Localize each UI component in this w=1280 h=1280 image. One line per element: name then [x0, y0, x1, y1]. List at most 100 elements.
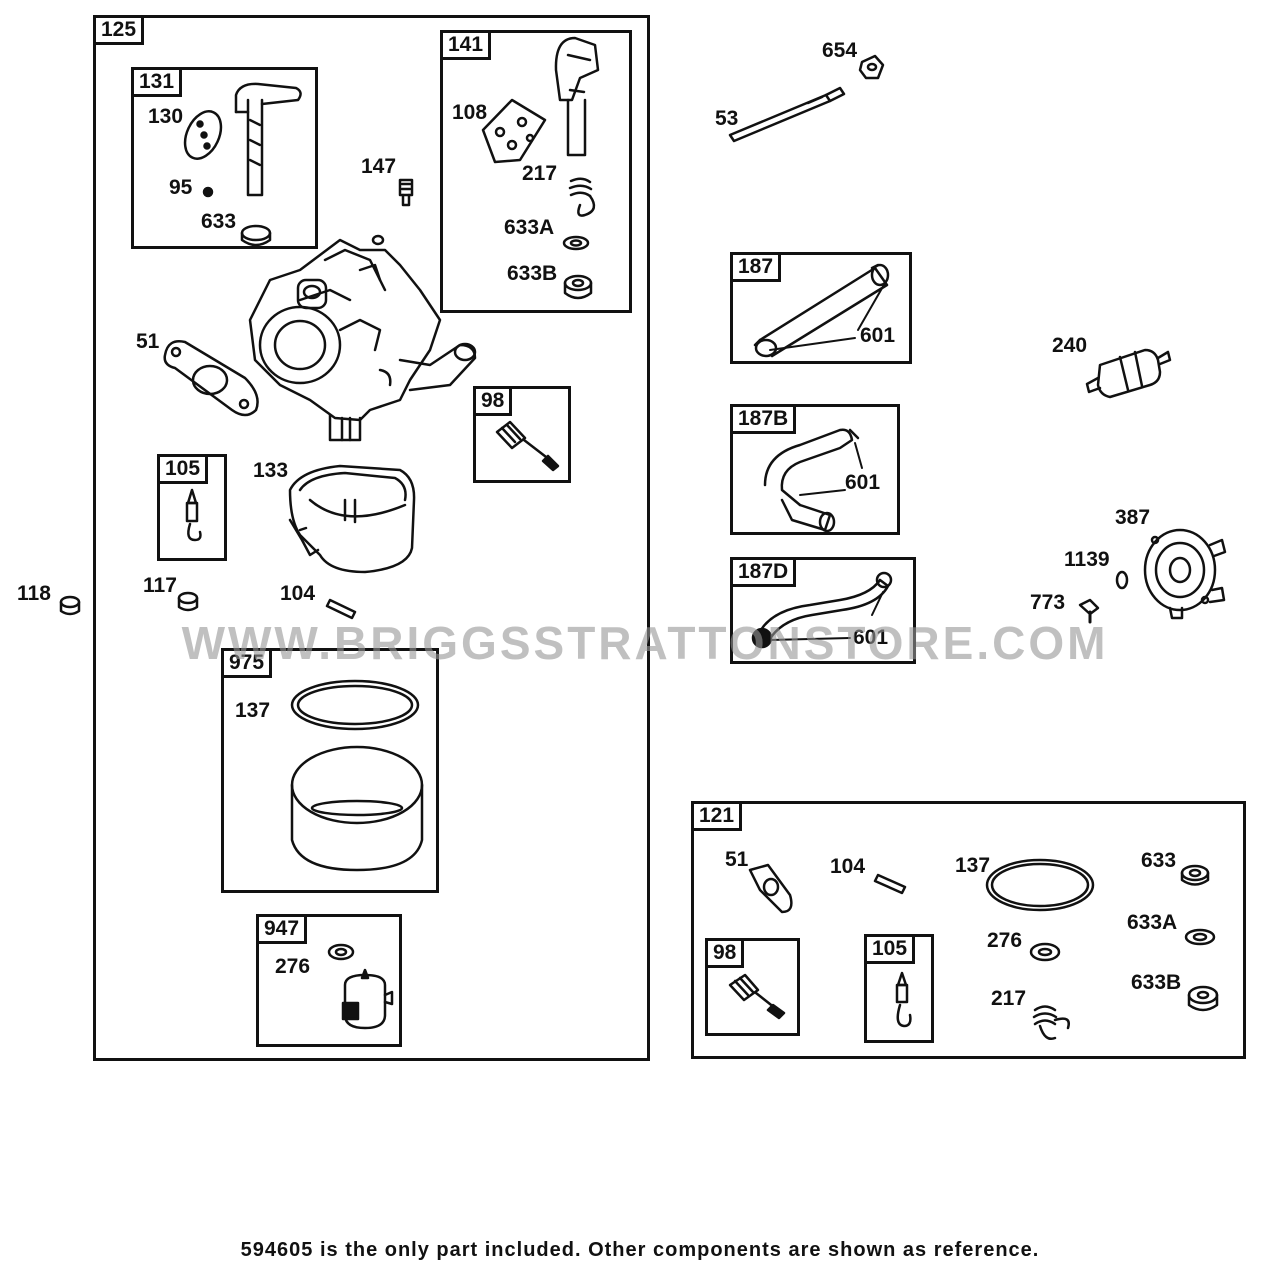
leader-601-a	[769, 282, 886, 351]
part-633A-washer	[562, 235, 590, 251]
part-choke-shaft	[234, 82, 302, 197]
label-1139: 1139	[1064, 548, 1110, 571]
group-975-box: 975	[221, 648, 439, 893]
part-108-plate	[481, 98, 547, 164]
label-130: 130	[148, 105, 184, 128]
label-633A: 633A	[504, 216, 555, 239]
group-131-box: 131	[131, 67, 318, 249]
group-187D-tag: 187D	[730, 557, 797, 587]
label-633B-kit: 633B	[1131, 971, 1182, 994]
group-121-box: 121	[691, 801, 1246, 1059]
group-187D-box: 187D	[730, 557, 916, 664]
part-187D-fuel-line	[751, 571, 893, 649]
label-108: 108	[452, 101, 488, 124]
part-147-screw	[398, 178, 414, 207]
label-137-kit: 137	[955, 854, 991, 877]
part-throttle-shaft	[554, 36, 600, 157]
label-633B: 633B	[507, 262, 558, 285]
part-276-washer-kit	[1029, 942, 1061, 962]
part-633-seal	[240, 224, 272, 247]
label-104-kit: 104	[830, 855, 866, 878]
group-131-tag: 131	[131, 67, 183, 97]
part-104-pin-kit	[873, 873, 907, 895]
group-947-box: 947	[256, 914, 402, 1047]
part-633B-seal	[563, 274, 593, 300]
part-117-plug	[177, 591, 199, 612]
part-975-bowl	[290, 745, 424, 872]
label-276: 276	[275, 955, 311, 978]
label-104: 104	[280, 582, 316, 605]
leader-601-c	[769, 591, 884, 641]
group-105-kit-box: 105	[864, 934, 934, 1043]
part-137-oring-left	[290, 679, 420, 731]
label-217: 217	[522, 162, 558, 185]
leader-601-b	[799, 442, 863, 496]
group-141-box: 141	[440, 30, 632, 313]
part-130-gasket	[183, 110, 223, 160]
label-51-kit: 51	[725, 848, 749, 871]
label-133: 133	[253, 459, 289, 482]
part-carburetor-body	[248, 234, 477, 442]
label-276-kit: 276	[987, 929, 1023, 952]
group-105-box: 105	[157, 454, 227, 561]
label-118: 118	[17, 582, 51, 605]
label-51: 51	[136, 330, 160, 353]
label-601-b: 601	[845, 471, 881, 494]
part-187B-fuel-line	[763, 428, 860, 533]
label-633: 633	[201, 210, 237, 233]
part-105-needle-kit	[895, 971, 912, 1028]
group-125-box: 125	[93, 15, 650, 1061]
part-240-fuel-filter	[1085, 348, 1172, 399]
label-117: 117	[143, 574, 177, 597]
part-51-gasket-kit	[748, 863, 793, 914]
part-276-washer-left	[327, 943, 355, 961]
label-773: 773	[1030, 591, 1066, 614]
part-105-needle	[185, 488, 202, 542]
part-633-seal-kit	[1180, 864, 1210, 886]
group-975-tag: 975	[221, 648, 273, 678]
label-95: 95	[169, 176, 193, 199]
part-654-nut	[858, 54, 885, 80]
group-121-tag: 121	[691, 801, 743, 831]
group-98-kit-box: 98	[705, 938, 800, 1036]
group-98-kit-tag: 98	[705, 938, 745, 968]
part-98-jet	[495, 420, 560, 472]
part-51-gasket	[163, 340, 259, 417]
part-633A-washer-kit	[1184, 928, 1216, 946]
part-1139-oring	[1115, 570, 1129, 590]
label-654: 654	[822, 39, 858, 62]
group-187-box: 187	[730, 252, 912, 364]
part-133-float	[288, 464, 416, 574]
label-633-kit: 633	[1141, 849, 1177, 872]
part-137-oring-kit	[985, 858, 1095, 912]
footnote-text: 594605 is the only part included. Other …	[240, 1239, 1040, 1261]
part-118-plug	[59, 595, 81, 616]
part-98-jet-kit	[728, 973, 786, 1020]
label-217-kit: 217	[991, 987, 1027, 1010]
label-53: 53	[715, 107, 739, 130]
group-187B-tag: 187B	[730, 404, 797, 434]
part-633B-seal-kit	[1187, 985, 1219, 1012]
label-633A-kit: 633A	[1127, 911, 1178, 934]
group-125-tag: 125	[93, 15, 145, 45]
label-601-c: 601	[853, 626, 889, 649]
part-104-pin	[325, 598, 357, 620]
label-387: 387	[1115, 506, 1151, 529]
group-947-tag: 947	[256, 914, 308, 944]
label-240: 240	[1052, 334, 1088, 357]
part-387-fuel-pump	[1143, 528, 1227, 620]
label-147: 147	[361, 155, 397, 178]
part-95-screw	[202, 186, 214, 198]
group-98-tag: 98	[473, 386, 513, 416]
group-187B-box: 187B	[730, 404, 900, 535]
part-187-fuel-line	[753, 263, 890, 358]
group-141-tag: 141	[440, 30, 492, 60]
group-187-tag: 187	[730, 252, 782, 282]
part-217-spring	[568, 177, 596, 217]
group-105-tag: 105	[157, 454, 209, 484]
part-773-screw	[1078, 598, 1100, 624]
watermark-text: WWW.BRIGGSSTRATTONSTORE.COM	[181, 617, 1109, 669]
part-947-solenoid	[341, 968, 394, 1030]
label-601-a: 601	[860, 324, 896, 347]
